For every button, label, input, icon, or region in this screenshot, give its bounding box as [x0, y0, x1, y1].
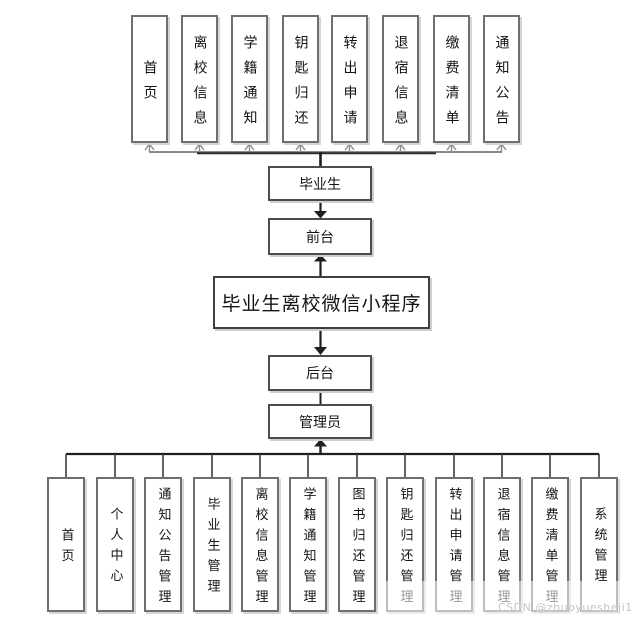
back-module-label: 通知公告管理: [155, 486, 171, 610]
front-module-label: 转出申请: [341, 34, 358, 135]
front-module-label: 通知公告: [493, 34, 510, 135]
back-module-transfer-mgmt-box: 转出申请管理: [435, 477, 473, 612]
back-module-payment-mgmt-box: 缴费清单管理: [531, 477, 569, 612]
admin-actor-box: 管理员: [268, 404, 372, 439]
arrow-down-to-front: [314, 211, 327, 219]
middle-flow-arrows: [314, 201, 327, 454]
back-module-label: 离校信息管理: [252, 486, 268, 610]
back-module-book-mgmt-box: 图书归还管理: [338, 477, 376, 612]
graduate-actor-box: 毕业生: [268, 166, 372, 201]
front-module-label: 钥匙归还: [292, 34, 309, 135]
back-module-notice-mgmt-box: 通知公告管理: [144, 477, 182, 612]
back-module-leave-mgmt-box: 离校信息管理: [241, 477, 279, 612]
arrow-up-to-front: [314, 254, 327, 262]
back-module-label: 转出申请管理: [446, 486, 462, 610]
back-module-label: 系统管理: [591, 507, 607, 590]
back-module-key-mgmt-box: 钥匙归还管理: [386, 477, 424, 612]
back-module-label: 钥匙归还管理: [397, 486, 413, 610]
system-title-label: 毕业生离校微信小程序: [221, 293, 422, 315]
back-module-label: 首页: [58, 527, 74, 569]
back-module-label: 退宿信息管理: [494, 486, 510, 610]
front-module-label: 缴费清单: [443, 34, 460, 135]
front-module-leave-info-box: 离校信息: [181, 15, 218, 143]
bottom-bus: [65, 452, 600, 478]
arrow-up-to-admin: [314, 439, 327, 447]
front-module-dorm-box: 退宿信息: [382, 15, 419, 143]
back-module-profile-box: 个人中心: [96, 477, 134, 612]
front-module-key-return-box: 钥匙归还: [282, 15, 319, 143]
back-module-label: 图书归还管理: [349, 486, 365, 610]
back-portal-label: 后台: [306, 366, 334, 382]
back-module-label: 毕业生管理: [204, 497, 220, 600]
back-module-dorm-mgmt-box: 退宿信息管理: [483, 477, 521, 612]
front-module-home-box: 首页: [131, 15, 168, 143]
graduate-actor-label: 毕业生: [299, 176, 341, 193]
back-portal-box: 后台: [268, 355, 372, 391]
back-module-status-mgmt-box: 学籍通知管理: [289, 477, 327, 612]
front-portal-label: 前台: [306, 229, 334, 246]
front-module-status-box: 学籍通知: [231, 15, 268, 143]
back-module-system-mgmt-box: 系统管理: [580, 477, 618, 612]
back-module-graduate-mgmt-box: 毕业生管理: [193, 477, 231, 612]
front-module-notice-box: 通知公告: [483, 15, 520, 143]
top-bus: [149, 151, 502, 167]
top-module-arrows: [144, 142, 507, 152]
front-module-payment-box: 缴费清单: [433, 15, 470, 143]
back-module-label: 学籍通知管理: [300, 486, 316, 610]
admin-actor-label: 管理员: [299, 414, 341, 431]
front-module-transfer-box: 转出申请: [331, 15, 368, 143]
system-title-box: 毕业生离校微信小程序: [213, 276, 430, 329]
front-portal-box: 前台: [268, 218, 372, 255]
back-module-label: 缴费清单管理: [542, 486, 558, 610]
front-module-label: 首页: [141, 59, 158, 110]
front-module-label: 学籍通知: [241, 34, 258, 135]
back-module-home-box: 首页: [47, 477, 85, 612]
back-module-label: 个人中心: [107, 507, 123, 590]
front-module-label: 离校信息: [191, 34, 208, 135]
front-module-label: 退宿信息: [392, 34, 409, 135]
watermark-text: CSDN @zhuoyuesheji1: [498, 601, 633, 614]
arrow-down-to-back: [314, 347, 327, 355]
